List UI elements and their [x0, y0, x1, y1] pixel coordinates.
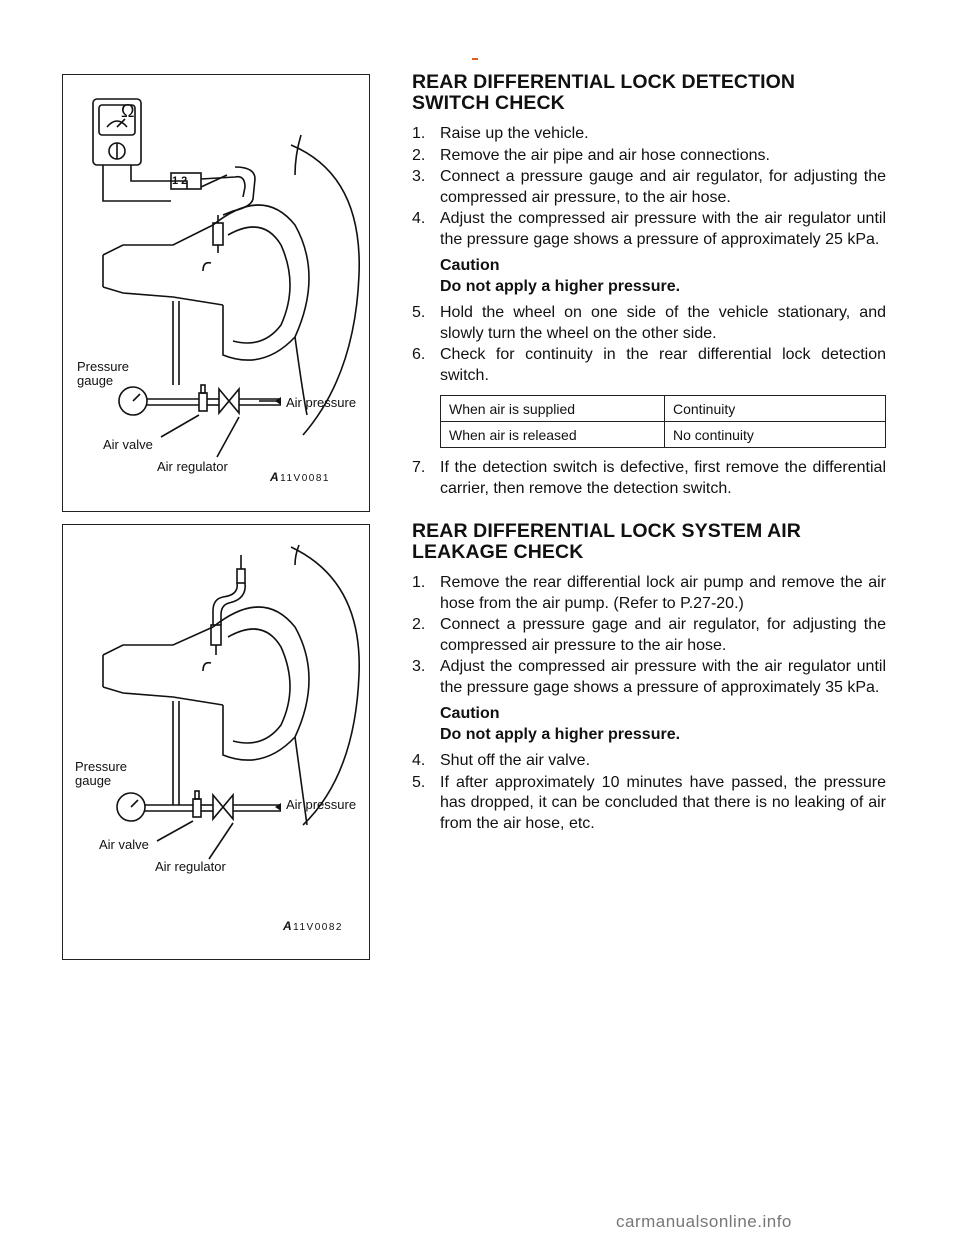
step-item: 1.Remove the rear differential lock air …: [412, 574, 886, 612]
step-item: 7.If the detection switch is defective, …: [412, 459, 886, 497]
figure-code: A11V0081: [270, 470, 330, 484]
table-cell: No continuity: [664, 421, 886, 448]
table-cell: Continuity: [664, 395, 886, 422]
air-valve-label: Air valve: [99, 837, 149, 852]
header-dash: [472, 58, 478, 60]
table-row: When air is released No continuity: [440, 421, 886, 448]
connector-pin-label: 1 2: [172, 175, 188, 187]
watermark: carmanualsonline.info: [616, 1212, 792, 1231]
step-item: 5.If after approximately 10 minutes have…: [412, 773, 886, 832]
diagram-switch-check: [92, 98, 360, 458]
air-valve-label: Air valve: [103, 437, 153, 452]
diagram-leakage-check: [102, 544, 360, 860]
step-item: 2.Remove the air pipe and air hose conne…: [412, 146, 770, 164]
step-item: 3.Adjust the compressed air pressure wit…: [412, 658, 886, 696]
table-cell: When air is released: [440, 421, 665, 448]
continuity-table: When air is supplied Continuity When air…: [440, 395, 886, 448]
step-item: 3.Connect a pressure gauge and air regul…: [412, 168, 886, 206]
step-item: 2.Connect a pressure gage and air regula…: [412, 616, 886, 654]
table-cell: When air is supplied: [440, 395, 665, 422]
table-row: When air is supplied Continuity: [440, 395, 886, 422]
step-item: 5.Hold the wheel on one side of the vehi…: [412, 304, 886, 342]
air-pressure-label: Air pressure: [286, 395, 357, 410]
air-regulator-label: Air regulator: [157, 459, 228, 474]
figure-code: A11V0082: [283, 919, 343, 933]
step-item: 1.Raise up the vehicle.: [412, 125, 589, 142]
step-item: 6.Check for continuity in the rear diffe…: [412, 346, 886, 384]
ohm-symbol: Ω: [121, 101, 135, 121]
air-pressure-label: Air pressure: [286, 797, 357, 812]
air-regulator-label: Air regulator: [155, 859, 226, 874]
step-item: 4.Shut off the air valve.: [412, 752, 591, 769]
step-item: 4.Adjust the compressed air pressure wit…: [412, 210, 886, 248]
